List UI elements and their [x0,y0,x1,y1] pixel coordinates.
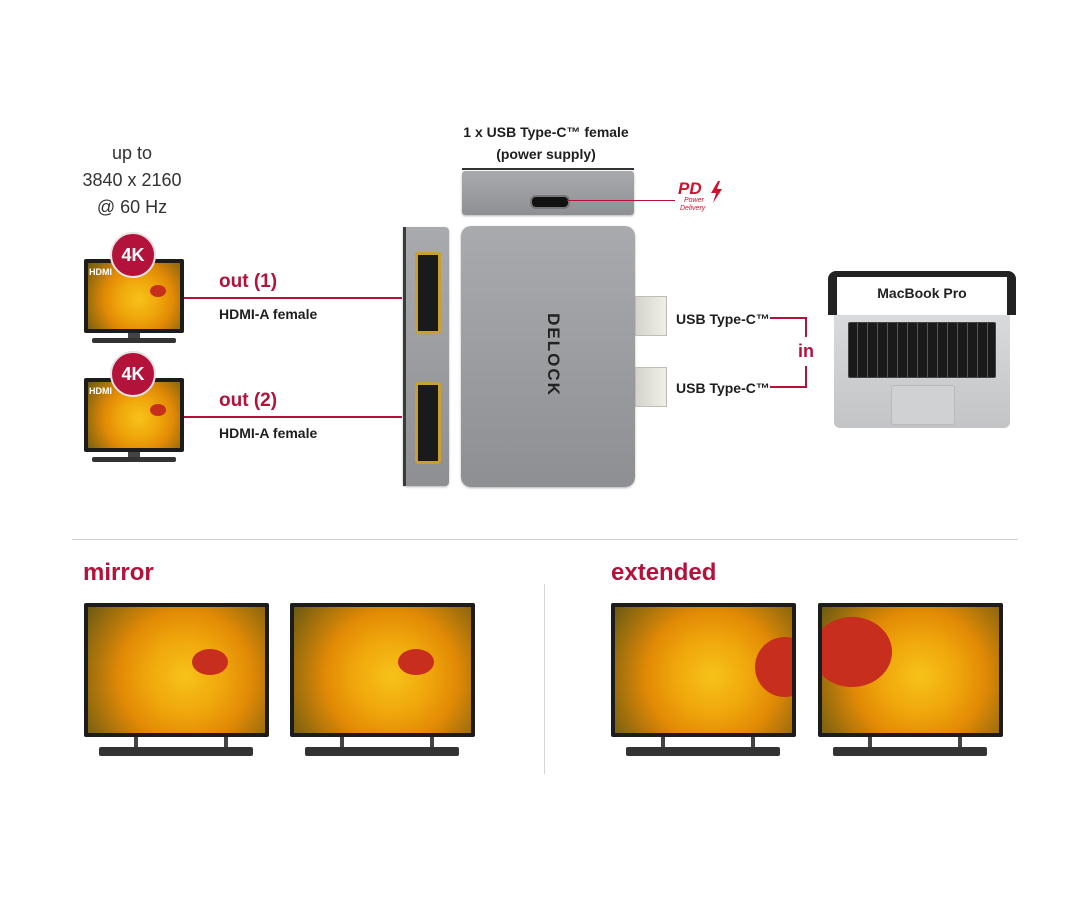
laptop-touchpad [891,385,955,425]
mode-divider [544,584,545,774]
mirror-monitor-1-screen [88,607,265,733]
mirror-monitor-1 [84,603,269,737]
extended-monitor-1 [611,603,796,737]
small-monitor-1-neck [128,333,140,338]
extended-monitor-1-screen [615,607,792,733]
hdmi-port-1 [415,252,441,334]
power-label: 1 x USB Type-C™ female (power supply) [446,121,646,165]
power-line [567,200,675,201]
ladybug-icon [822,617,892,687]
small-monitor-2-neck [128,452,140,457]
lightning-icon [709,181,722,203]
extended-monitor-1-neck [661,737,755,747]
extended-monitor-2 [818,603,1003,737]
out-1-sub: HDMI-A female [219,306,318,322]
in-bracket-top [770,317,807,319]
extended-monitor-1-base [626,747,780,756]
extended-monitor-2-neck [868,737,962,747]
hdmi-port-2 [415,382,441,464]
usbc-plug-2 [635,367,667,407]
mirror-monitor-1-base [99,747,253,756]
ladybug-icon [398,649,434,675]
resolution-note: up to 3840 x 2160 @ 60 Hz [72,140,192,221]
mirror-monitor-2-screen [294,607,471,733]
ladybug-icon [192,649,228,675]
resolution-line-3: @ 60 Hz [96,197,168,217]
mirror-monitor-2-base [305,747,459,756]
in-label: in [798,341,814,361]
ladybug-icon [150,285,166,297]
out-1-line [184,297,402,299]
brand-logo: DELOCK [544,313,563,397]
laptop-screen: MacBook Pro [828,271,1016,315]
mirror-title: mirror [83,559,154,586]
laptop-base [834,315,1010,428]
in-bracket-bottom [770,386,807,388]
usbc-plug-1 [635,296,667,336]
mirror-monitor-2 [290,603,475,737]
laptop-keyboard [848,322,996,378]
ladybug-icon [150,404,166,416]
in-bracket-vertical-top [805,317,807,337]
small-monitor-1-tag: HDMI [89,267,112,277]
usbc-input-1-label: USB Type-C™ [676,311,770,327]
laptop-display [837,277,1007,315]
laptop-name: MacBook Pro [877,285,967,301]
small-monitor-2-base [92,457,176,462]
badge-4k-2: 4K [110,351,156,397]
extended-title: extended [611,559,717,586]
out-2-sub: HDMI-A female [219,425,318,441]
power-module-top-line [462,168,634,170]
power-usbc-port [530,195,570,209]
extended-monitor-2-screen [822,607,999,733]
hub-body [461,226,635,487]
mirror-monitor-2-neck [340,737,434,747]
out-1-title: out (1) [219,271,278,292]
laptop: MacBook Pro [824,271,1020,431]
resolution-line-2: 3840 x 2160 [82,170,182,190]
small-monitor-2-tag: HDMI [89,386,112,396]
power-label-line-2: (power supply) [496,146,596,162]
power-label-line-1: 1 x USB Type-C™ female [463,124,629,140]
pd-logo-small-1: Power [684,197,704,204]
section-divider [72,539,1018,540]
in-bracket-vertical-bottom [805,366,807,388]
usbc-input-2-label: USB Type-C™ [676,380,770,396]
pd-logo: PD Power Delivery [676,179,736,219]
extended-monitor-2-base [833,747,987,756]
resolution-line-1: up to [111,143,153,163]
ladybug-icon [755,637,792,697]
pd-logo-big: PD [678,179,702,198]
mirror-monitor-1-neck [134,737,228,747]
badge-4k-1: 4K [110,232,156,278]
pd-logo-small-2: Delivery [680,205,706,212]
out-2-line [184,416,402,418]
out-2-title: out (2) [219,390,278,411]
hdmi-side-panel-edge [403,227,406,486]
small-monitor-1-base [92,338,176,343]
